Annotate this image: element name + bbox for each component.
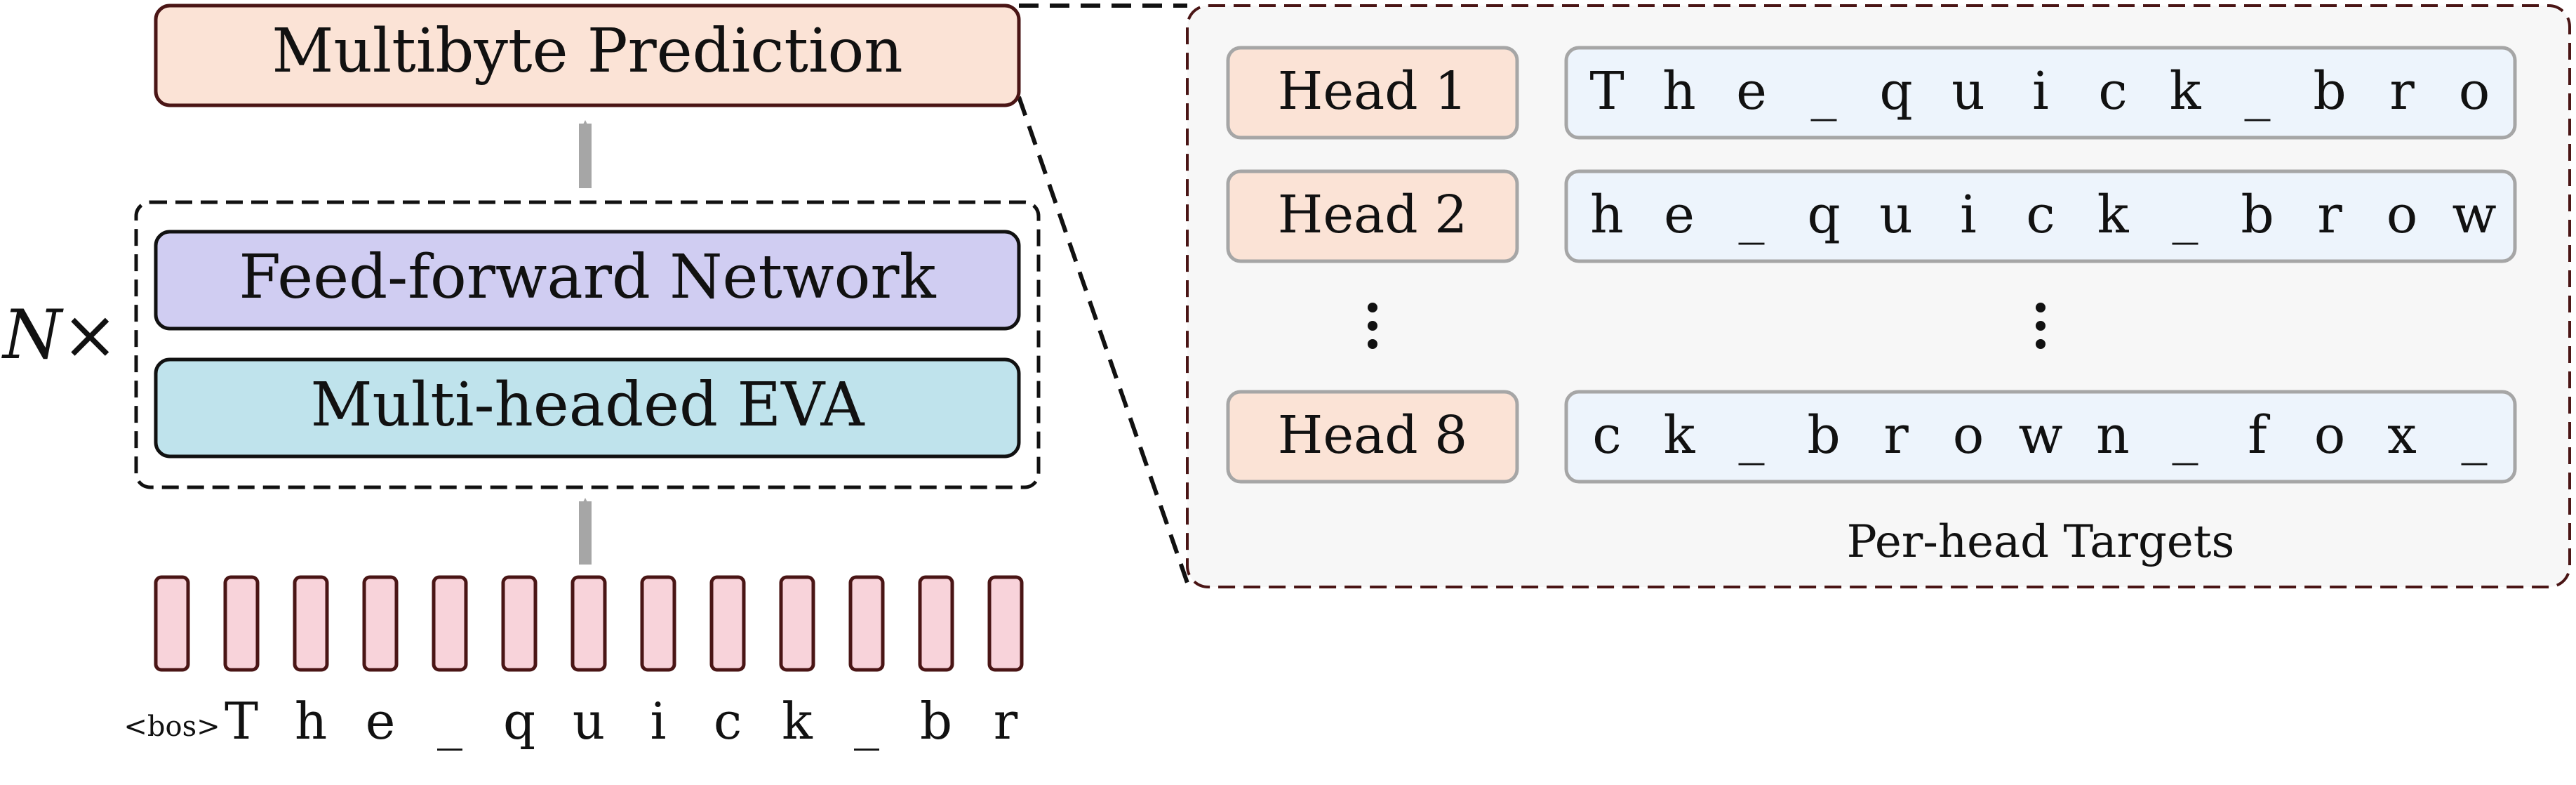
- target-char: r: [2317, 185, 2342, 245]
- target-box: [1564, 390, 2517, 484]
- head-box: [1226, 46, 1519, 140]
- zoom-connector-bottom: [1017, 96, 1189, 583]
- head-label: Head 8: [1278, 405, 1467, 466]
- target-char: c: [1592, 405, 1621, 466]
- target-char: i: [2032, 61, 2049, 121]
- target-char: k: [2097, 185, 2130, 245]
- feed-forward-network-box: [154, 230, 1021, 331]
- input-token-box: [501, 575, 538, 672]
- multi-headed-eva-box: [154, 357, 1021, 459]
- input-token-label: q: [503, 692, 535, 751]
- target-char: w: [2452, 185, 2496, 245]
- input-token-label: h: [295, 692, 327, 751]
- input-token-label: i: [650, 692, 666, 751]
- head-ellipsis: [1368, 303, 1377, 349]
- target-char: k: [2170, 61, 2202, 121]
- bos-token-label: <bos>: [124, 711, 220, 743]
- target-char: b: [2313, 61, 2346, 121]
- input-token-label: _: [437, 692, 462, 751]
- input-token-box: [987, 575, 1024, 672]
- target-char: q: [1807, 185, 1840, 245]
- target-char: h: [1590, 185, 1624, 245]
- target-char: n: [2096, 405, 2130, 466]
- input-token-boxes: [154, 575, 1024, 672]
- target-ellipsis: [2036, 303, 2046, 349]
- target-char: _: [2245, 61, 2271, 121]
- target-char: _: [2173, 405, 2198, 466]
- target-char: _: [2173, 185, 2198, 245]
- target-char: o: [2314, 405, 2346, 466]
- input-token-box: [432, 575, 468, 672]
- transformer-block: [134, 200, 1041, 489]
- target-char: x: [2387, 405, 2417, 466]
- multibyte-prediction-label: Multibyte Prediction: [272, 16, 902, 86]
- input-token-label: c: [714, 692, 742, 751]
- target-char: o: [2387, 185, 2418, 245]
- target-char: h: [1662, 61, 1696, 121]
- input-token-box: [640, 575, 676, 672]
- head-label: Head 2: [1278, 185, 1467, 245]
- target-char: u: [1951, 61, 1985, 121]
- target-char: w: [2018, 405, 2062, 466]
- target-char: e: [1664, 185, 1695, 245]
- multibyte-prediction-box: [154, 4, 1021, 107]
- input-token-label: k: [782, 692, 813, 751]
- target-char: _: [2462, 405, 2488, 466]
- target-char: _: [1739, 185, 1765, 245]
- input-token-label: u: [573, 692, 605, 751]
- input-token-label: r: [994, 692, 1018, 751]
- target-char: r: [2389, 61, 2415, 121]
- layer-repeat-label: N×: [1, 296, 118, 374]
- target-char: T: [1589, 61, 1624, 121]
- input-token-labels: T h e _ q u i c k _ b r: [225, 692, 1018, 751]
- head-box: [1226, 390, 1519, 484]
- target-char: i: [1960, 185, 1977, 245]
- input-token-box: [848, 575, 885, 672]
- target-char: o: [1953, 405, 1984, 466]
- target-char: r: [1883, 405, 1909, 466]
- multi-headed-eva-label: Multi-headed EVA: [310, 370, 865, 440]
- input-token-label: T: [225, 692, 258, 751]
- target-char: o: [2459, 61, 2490, 121]
- target-char: f: [2248, 405, 2270, 466]
- target-char: _: [1811, 61, 1837, 121]
- per-head-targets-caption: Per-head Targets: [1847, 516, 2235, 568]
- target-char: u: [1879, 185, 1913, 245]
- feed-forward-network-label: Feed-forward Network: [239, 242, 936, 312]
- input-token-box: [223, 575, 260, 672]
- input-token-box: [779, 575, 815, 672]
- target-char: c: [2026, 185, 2055, 245]
- head-box: [1226, 169, 1519, 263]
- target-box: [1564, 46, 2517, 140]
- input-token-label: _: [854, 692, 879, 751]
- target-char: b: [1807, 405, 1840, 466]
- head-label: Head 1: [1278, 61, 1467, 121]
- target-char: k: [1664, 405, 1696, 466]
- input-token-box: [709, 575, 746, 672]
- target-char: _: [1739, 405, 1765, 466]
- input-token-box: [918, 575, 954, 672]
- input-token-box: [154, 575, 190, 672]
- target-char: b: [2241, 185, 2274, 245]
- target-box: [1564, 169, 2517, 263]
- target-char: q: [1879, 61, 1912, 121]
- input-token-label: e: [366, 692, 396, 751]
- input-token-box: [362, 575, 399, 672]
- input-token-label: b: [920, 692, 952, 751]
- target-char: e: [1736, 61, 1767, 121]
- target-char: c: [2098, 61, 2127, 121]
- input-token-box: [570, 575, 607, 672]
- input-token-box: [293, 575, 329, 672]
